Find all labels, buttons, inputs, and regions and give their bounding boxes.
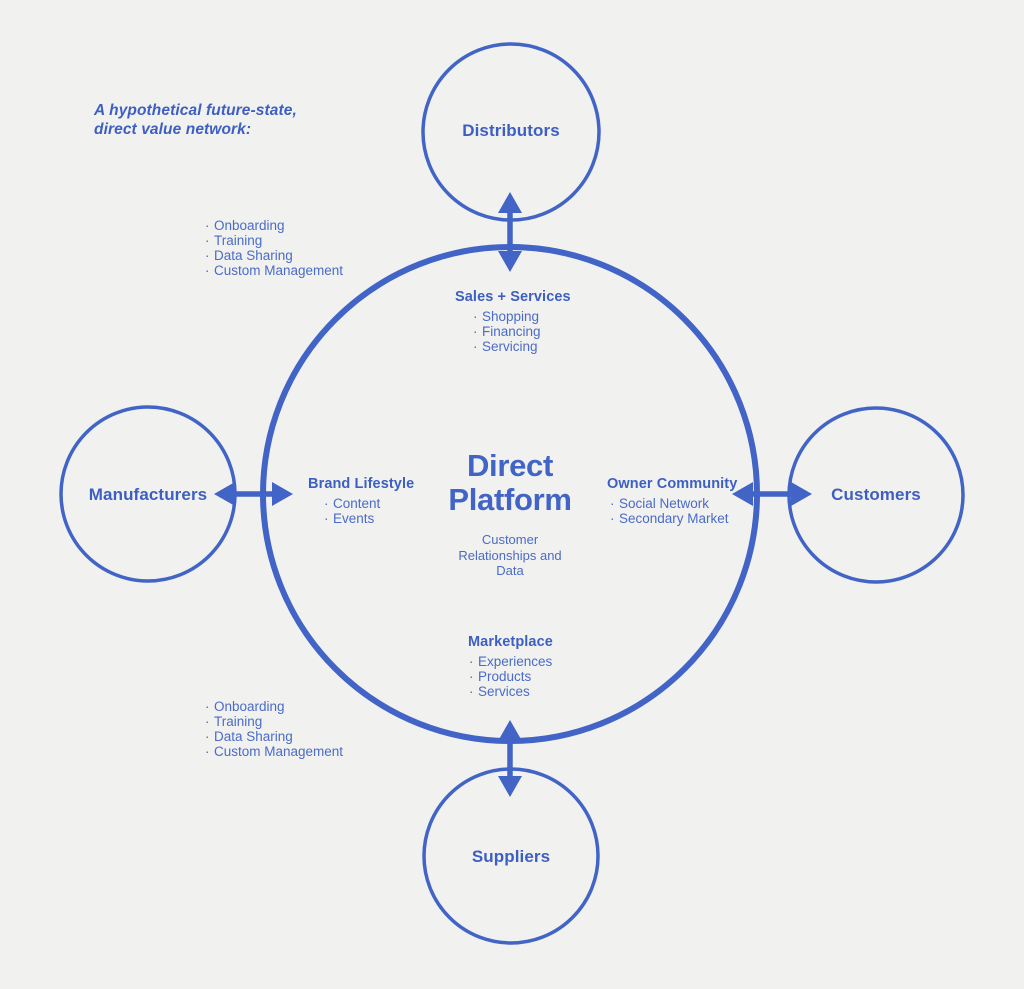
list-item: · Services bbox=[469, 684, 553, 699]
section-brand-lifestyle: Brand Lifestyle · Content · Events bbox=[308, 476, 414, 526]
bullet-icon: · bbox=[473, 324, 478, 339]
arrow-platform-suppliers-icon bbox=[498, 720, 522, 797]
supplier-services-list: · Onboarding · Training · Data Sharing · Custom… bbox=[205, 699, 343, 759]
bullet-icon: · bbox=[205, 729, 210, 744]
caption-line: direct value network: bbox=[94, 121, 252, 138]
list-item: · Training bbox=[205, 233, 343, 248]
list-item-label: Data Sharing bbox=[214, 248, 293, 263]
bullet-icon: · bbox=[324, 496, 329, 511]
platform-subtitle: Customer Relationships and Data bbox=[458, 532, 561, 579]
list-item: · Products bbox=[469, 669, 553, 684]
bullet-icon: · bbox=[473, 339, 478, 354]
section-marketplace: Marketplace · Experiences · Products · Servic… bbox=[468, 634, 553, 699]
list-item: · Onboarding bbox=[205, 218, 343, 233]
diagram-caption: A hypothetical future-state, direct valu… bbox=[94, 101, 297, 139]
platform-title: Direct Platform bbox=[448, 448, 572, 517]
list-item: · Training bbox=[205, 714, 343, 729]
list-item: · Onboarding bbox=[205, 699, 343, 714]
list-item: · Data Sharing bbox=[205, 729, 343, 744]
node-label-customers: Customers bbox=[831, 485, 921, 504]
list-item-label: Social Network bbox=[619, 496, 710, 511]
platform-subtitle-line: Data bbox=[496, 563, 524, 578]
list-item: · Financing bbox=[473, 324, 571, 339]
list-item: · Servicing bbox=[473, 339, 571, 354]
caption-line: A hypothetical future-state, bbox=[94, 102, 297, 119]
list-item: · Social Network bbox=[610, 496, 737, 511]
list-item-label: Secondary Market bbox=[619, 511, 729, 526]
bullet-icon: · bbox=[469, 669, 474, 684]
bullet-icon: · bbox=[473, 309, 478, 324]
list-item-label: Onboarding bbox=[214, 218, 285, 233]
arrow-distributors-platform-icon bbox=[498, 192, 522, 272]
list-item: · Shopping bbox=[473, 309, 571, 324]
bullet-icon: · bbox=[205, 699, 210, 714]
bullet-icon: · bbox=[469, 684, 474, 699]
list-item-label: Experiences bbox=[478, 654, 553, 669]
platform-subtitle-line: Relationships and bbox=[458, 547, 562, 563]
arrow-manufacturers-platform-icon bbox=[214, 482, 293, 506]
bullet-icon: · bbox=[205, 233, 210, 248]
list-item: · Data Sharing bbox=[205, 248, 343, 263]
section-items-list: · Experiences · Products · Services bbox=[469, 654, 553, 699]
section-owner-community: Owner Community · Social Network · Secondar… bbox=[607, 476, 737, 526]
platform-subtitle-line: Customer bbox=[481, 532, 539, 547]
list-item: · Custom Management bbox=[205, 263, 343, 278]
section-items-list: · Content · Events bbox=[324, 496, 414, 526]
node-label-manufacturers: Manufacturers bbox=[88, 485, 208, 504]
bullet-icon: · bbox=[205, 218, 210, 233]
list-item-label: Training bbox=[214, 233, 263, 248]
list-item-label: Servicing bbox=[482, 339, 538, 354]
list-item-label: Data Sharing bbox=[214, 729, 293, 744]
section-heading: Owner Community bbox=[607, 476, 738, 492]
bullet-icon: · bbox=[610, 496, 615, 511]
section-sales-services: Sales + Services · Shopping · Financing · Ser… bbox=[455, 289, 571, 354]
list-item-label: Products bbox=[478, 669, 532, 684]
list-item-label: Custom Management bbox=[214, 263, 344, 278]
bullet-icon: · bbox=[610, 511, 615, 526]
bullet-icon: · bbox=[205, 248, 210, 263]
section-heading: Sales + Services bbox=[455, 289, 571, 305]
bullet-icon: · bbox=[205, 714, 210, 729]
section-items-list: · Social Network · Secondary Market bbox=[610, 496, 737, 526]
node-label-distributors: Distributors bbox=[462, 121, 560, 140]
list-item-label: Services bbox=[478, 684, 530, 699]
list-item-label: Content bbox=[333, 496, 381, 511]
platform-title-line: Direct bbox=[466, 448, 554, 483]
list-item-label: Training bbox=[214, 714, 263, 729]
bullet-icon: · bbox=[205, 263, 210, 278]
list-item: · Content bbox=[324, 496, 414, 511]
node-label-suppliers: Suppliers bbox=[471, 847, 551, 866]
bullet-icon: · bbox=[469, 654, 474, 669]
list-item-label: Onboarding bbox=[214, 699, 285, 714]
list-item: · Custom Management bbox=[205, 744, 343, 759]
section-heading: Marketplace bbox=[468, 634, 553, 650]
list-item-label: Shopping bbox=[482, 309, 540, 324]
bullet-icon: · bbox=[205, 744, 210, 759]
list-item-label: Events bbox=[333, 511, 375, 526]
arrow-platform-customers-icon bbox=[732, 482, 812, 506]
list-item: · Experiences bbox=[469, 654, 553, 669]
section-items-list: · Shopping · Financing · Servicing bbox=[473, 309, 571, 354]
section-heading: Brand Lifestyle bbox=[308, 476, 415, 492]
list-item-label: Financing bbox=[482, 324, 541, 339]
list-item: · Events bbox=[324, 511, 414, 526]
list-item-label: Custom Management bbox=[214, 744, 344, 759]
platform-title-line: Platform bbox=[448, 482, 572, 517]
distributor-services-list: · Onboarding · Training · Data Sharing · Custom… bbox=[205, 218, 343, 278]
bullet-icon: · bbox=[324, 511, 329, 526]
list-item: · Secondary Market bbox=[610, 511, 737, 526]
